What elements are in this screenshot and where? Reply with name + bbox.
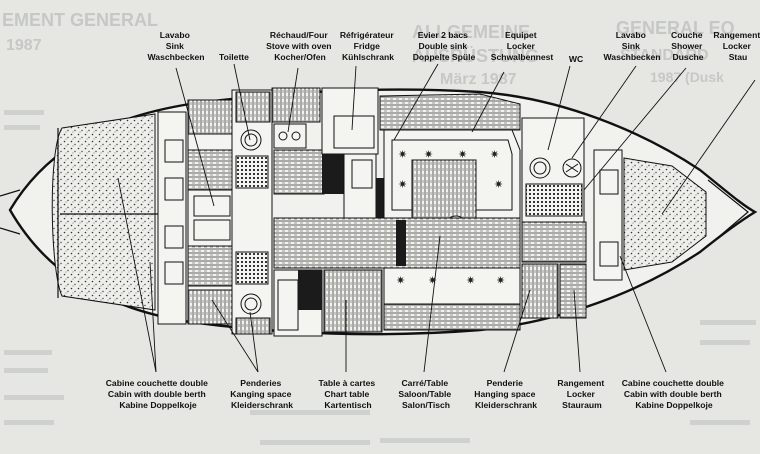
label-wc: WC [569, 54, 583, 64]
label-lavabo-fwd: Lavabo Sink Waschbecken [148, 30, 205, 62]
svg-text:✷: ✷ [398, 148, 407, 161]
label-penderies: Penderies Kanging space Kleiderschrank [230, 378, 294, 410]
heads-compartment [231, 89, 273, 335]
aft-heads-column [187, 99, 233, 325]
label-cabine-right: Cabine couchette double Cabin with doubl… [622, 378, 727, 410]
saloon: ✷ ✷ ✷ ✷ ✷ ✷ ✷ ✷ ✷ ✷ [379, 93, 521, 331]
label-couche: Couche Shower Dusche [671, 30, 705, 62]
label-equipet: Equipet Locker Schwalbennest [491, 30, 554, 62]
label-refrigerateur: Réfrigérateur Fridge Kühlschrank [340, 30, 396, 62]
svg-text:✷: ✷ [396, 274, 405, 287]
svg-text:✷: ✷ [494, 178, 503, 191]
leader-lines [117, 63, 756, 373]
bg-heading-8: 1987 (Dusk [650, 69, 724, 85]
galley [271, 87, 384, 238]
svg-text:✷: ✷ [466, 274, 475, 287]
labels: Lavabo Sink Waschbecken Toilette Réchaud… [106, 30, 760, 410]
bg-heading-1: EMENT GENERAL [2, 10, 158, 30]
svg-text:✷: ✷ [398, 178, 407, 191]
bg-heading-4: AUSRÜSTUNG [412, 46, 539, 66]
label-lavabo-aft: Lavabo Sink Waschbecken [604, 30, 661, 62]
bg-heading-2: 1987 [6, 37, 42, 54]
forward-cabin [593, 149, 707, 281]
label-table-cartes: Table à cartes Chart table Kartentisch [318, 378, 377, 410]
label-cabine-left: Cabine couchette double Cabin with doubl… [106, 378, 211, 410]
bow-wedge [707, 179, 749, 247]
label-evier: Evier 2 bacs Double sink Doppelte Spüle [413, 30, 476, 62]
forward-heads [521, 117, 587, 319]
stern-line [0, 189, 21, 235]
label-carre: Carré/Table Saloon/Table Salon/Tisch [398, 378, 453, 410]
bg-heading-7: STANDARD [620, 47, 709, 64]
bg-heading-6: GENERAL EQ [616, 18, 735, 38]
label-toilette: Toilette [219, 52, 249, 62]
aft-lockers [157, 111, 187, 325]
svg-text:✷: ✷ [428, 274, 437, 287]
svg-text:✷: ✷ [458, 148, 467, 161]
svg-text:✷: ✷ [490, 148, 499, 161]
svg-text:✷: ✷ [424, 148, 433, 161]
label-rangement-top: Rangement Locker Stau [713, 30, 760, 62]
svg-text:✷: ✷ [496, 274, 505, 287]
background-text: EMENT GENERAL 1987 ALLGEMEINE AUSRÜSTUNG… [2, 10, 756, 445]
aft-cabin-berths [51, 113, 156, 311]
label-rechaud: Réchaud/Four Stove with oven Kocher/Ofen [266, 30, 334, 62]
chart-table [273, 269, 383, 337]
bg-heading-5: März 1987 [440, 71, 517, 88]
bg-heading-3: ALLGEMEINE [412, 22, 530, 42]
label-penderie: Penderie Hanging space Kleiderschrank [474, 378, 538, 410]
label-rangement-bottom: Rangement Locker Stauraum [557, 378, 606, 410]
